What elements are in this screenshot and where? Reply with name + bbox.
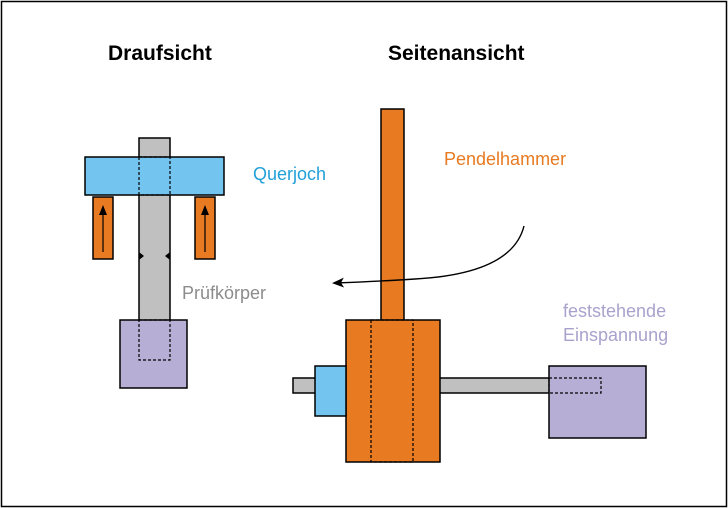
side-pendulum-rod [380,108,405,322]
top-view [84,137,225,389]
label-fixed-clamp-line2: Einspannung [563,325,668,345]
side-hammer-body [345,319,441,463]
top-specimen-in-clamp [138,319,171,361]
side-view-title: Seitenansicht [388,42,525,65]
label-crossbar: Querjoch [253,164,326,184]
top-specimen-hidden-edge [138,156,171,196]
side-specimen-in-clamp [548,377,602,394]
top-left-arrow-head [99,205,107,215]
side-view [292,108,647,463]
top-view-title: Draufsicht [108,42,212,65]
top-right-arrow-head [201,205,209,215]
label-fixed-clamp-line1: feststehende [563,301,666,321]
side-hammer-slot [370,319,414,463]
top-crossbar [84,156,225,196]
side-crossbar [314,365,347,417]
label-specimen: Prüfkörper [182,283,266,303]
top-notch-right [165,252,170,260]
top-fixed-clamp [119,319,188,389]
top-notch-left [139,252,144,260]
swing-arrow [332,225,525,288]
side-fixed-clamp [548,365,647,439]
label-pendulum-hammer: Pendelhammer [444,149,566,169]
